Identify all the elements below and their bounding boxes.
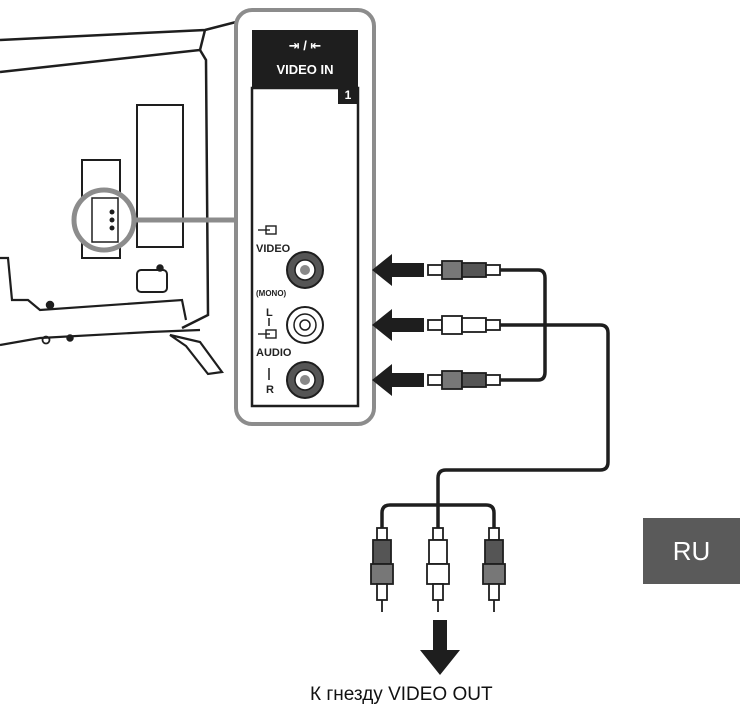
audio-l-label: L xyxy=(266,307,273,319)
audio-label: AUDIO xyxy=(256,347,292,359)
video-input-icon xyxy=(258,225,277,235)
video-jack-label: VIDEO xyxy=(256,243,291,255)
language-badge: RU xyxy=(643,518,740,584)
cable-audio-l xyxy=(436,323,610,528)
port-location-callout xyxy=(71,187,236,253)
tv-back-illustration xyxy=(0,20,238,376)
arrow-audio-l xyxy=(372,309,424,341)
cable-plugs-bottom xyxy=(370,527,506,612)
audio-r-label: R xyxy=(266,384,274,396)
cable-plugs-right xyxy=(427,260,501,390)
insert-arrows xyxy=(372,254,424,396)
mono-label: (MONO) xyxy=(256,289,287,298)
audio-input-icon xyxy=(258,329,277,339)
panel-header-title: VIDEO IN xyxy=(276,62,333,77)
bottom-plug-left xyxy=(370,527,394,612)
audio-l-jack xyxy=(286,306,324,344)
video-jack xyxy=(286,251,324,289)
port-number-badge: 1 xyxy=(345,88,352,102)
cable-main-split xyxy=(380,503,496,530)
video-in-panel: ⇥ / ⇤ VIDEO IN 1 VIDEO (MONO) L AUDIO R xyxy=(234,8,376,426)
bottom-plug-right xyxy=(482,527,506,612)
cables xyxy=(380,268,610,530)
plug-audio-r xyxy=(427,370,501,390)
panel-header-icons: ⇥ / ⇤ xyxy=(289,38,322,53)
plug-audio-l xyxy=(427,315,501,335)
audio-r-jack xyxy=(286,361,324,399)
caption-video-out: К гнезду VIDEO OUT xyxy=(310,684,493,705)
down-arrow xyxy=(420,620,460,675)
arrow-video xyxy=(372,254,424,286)
bottom-plug-center xyxy=(426,527,450,612)
arrow-audio-r xyxy=(372,364,424,396)
plug-video xyxy=(427,260,501,280)
